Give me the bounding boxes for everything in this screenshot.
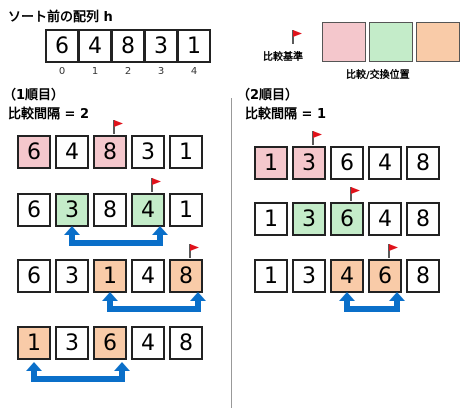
pass2-row1-cell: 3 (292, 146, 326, 180)
swap-arrow-icon (102, 292, 206, 312)
pass1-row1-cell: 1 (169, 135, 203, 169)
pass1-row3-cell: 6 (17, 259, 51, 293)
pass2-row2-cell: 6 (330, 202, 364, 236)
pass2-row3-cell: 3 (292, 259, 326, 293)
array-cell: 1 (177, 29, 211, 63)
pass1-row2-cell: 4 (131, 193, 165, 227)
pass2-gap-label: 比較間隔 = 1 (245, 107, 326, 122)
pass2-row2-cell: 8 (406, 202, 440, 236)
pass1-row1-cell: 8 (93, 135, 127, 169)
pass2-row2-cell: 4 (368, 202, 402, 236)
pass1-row4-cell: 6 (93, 326, 127, 360)
flag-icon (312, 130, 323, 146)
pass2-row1-cell: 4 (368, 146, 402, 180)
swap-arrow-icon (64, 226, 168, 246)
pass1-gap-label: 比較間隔 = 2 (8, 107, 89, 122)
pass1-row1-cell: 3 (131, 135, 165, 169)
pass2-row3-cell: 6 (368, 259, 402, 293)
pass1-row4-cell: 8 (169, 326, 203, 360)
legend-green-swatch (369, 22, 413, 62)
swap-arrow-icon (26, 362, 130, 382)
pass1-row3-cell: 8 (169, 259, 203, 293)
flag-icon (113, 119, 124, 135)
pass1-row2-cell: 3 (55, 193, 89, 227)
index-label: 1 (91, 66, 99, 77)
pass1-row2-cell: 1 (169, 193, 203, 227)
flag-icon (388, 243, 399, 259)
pass1-row3-cell: 3 (55, 259, 89, 293)
index-label: 4 (190, 66, 198, 77)
pass1-heading: （1順目） (3, 88, 65, 103)
array-cell: 8 (111, 29, 145, 63)
legend-pink-swatch (322, 22, 366, 62)
pass2-row3-cell: 1 (254, 259, 288, 293)
legend-pivot-label: 比較基準 (263, 52, 303, 63)
pass2-row3-cell: 8 (406, 259, 440, 293)
swap-arrow-icon (339, 292, 405, 312)
index-label: 0 (58, 66, 66, 77)
pass1-row3-cell: 4 (131, 259, 165, 293)
pass2-row1-cell: 8 (406, 146, 440, 180)
pass1-row2-cell: 6 (17, 193, 51, 227)
pass1-row4-cell: 3 (55, 326, 89, 360)
pass1-row3-cell: 1 (93, 259, 127, 293)
pass2-row2-cell: 3 (292, 202, 326, 236)
flag-icon (151, 177, 162, 193)
pass2-row1-cell: 1 (254, 146, 288, 180)
flag-icon (189, 243, 200, 259)
pass2-row1-cell: 6 (330, 146, 364, 180)
pass1-row4-cell: 1 (17, 326, 51, 360)
pass1-row2-cell: 8 (93, 193, 127, 227)
index-label: 2 (124, 66, 132, 77)
pass1-row1-cell: 4 (55, 135, 89, 169)
pass1-row4-cell: 4 (131, 326, 165, 360)
array-title: ソート前の配列 h (8, 10, 113, 25)
pass2-heading: （2順目） (237, 88, 299, 103)
flag-icon (292, 29, 303, 45)
legend-swap-label: 比較/交換位置 (346, 70, 410, 81)
pass2-row2-cell: 1 (254, 202, 288, 236)
flag-icon (350, 186, 361, 202)
pass1-row1-cell: 6 (17, 135, 51, 169)
index-label: 3 (157, 66, 165, 77)
section-divider (231, 98, 232, 408)
